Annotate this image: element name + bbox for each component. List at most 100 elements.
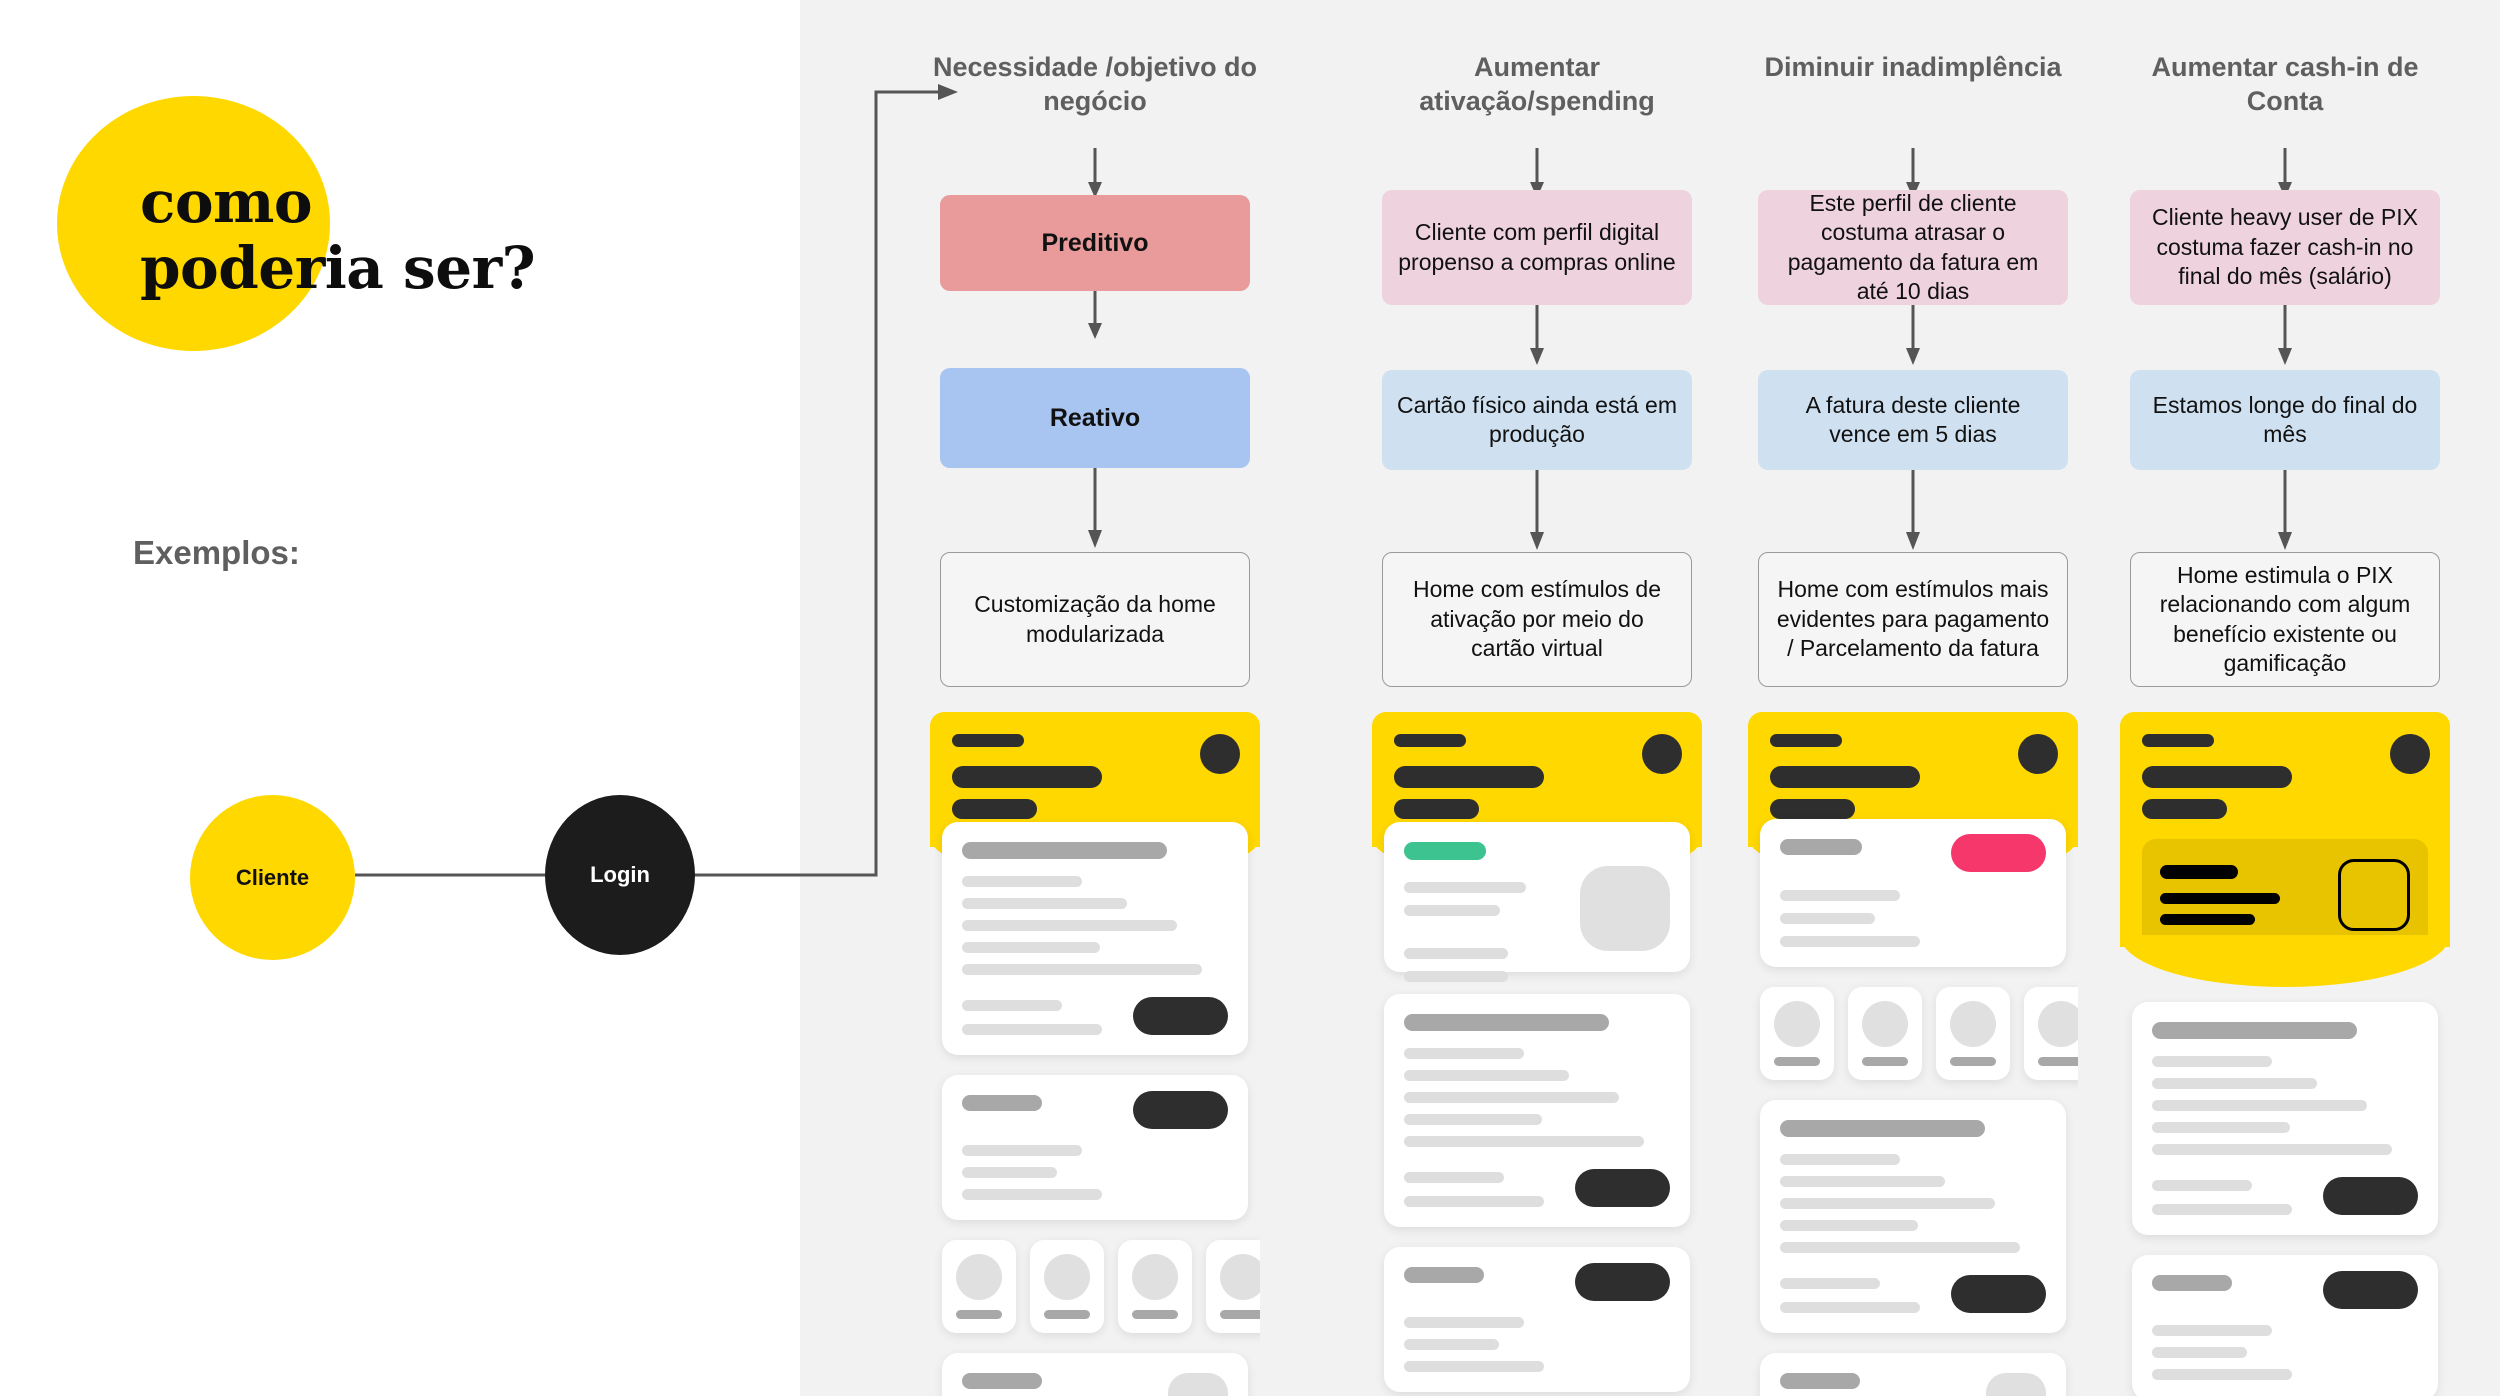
card-title-bar: [962, 1095, 1042, 1111]
box-reativo[interactable]: Reativo: [940, 368, 1250, 468]
avatar-shortcut[interactable]: [2024, 987, 2078, 1080]
page-title: como poderia ser?: [140, 168, 536, 302]
pix-cashin-wireframe: [2120, 712, 2450, 1396]
avatar-shortcut[interactable]: [1760, 987, 1834, 1080]
card-line: [1780, 1302, 1920, 1313]
card-line: [1404, 1092, 1619, 1103]
arrow-box1-to-box2: [2120, 305, 2450, 365]
list-item[interactable]: [1760, 1353, 2066, 1396]
card-title-bar: [2152, 1275, 2232, 1291]
header-bar-medium: [1394, 799, 1479, 819]
avatar-icon[interactable]: [1642, 734, 1682, 774]
box-solution[interactable]: Home estimula o PIX relacionando com alg…: [2130, 552, 2440, 687]
avatar-shortcut[interactable]: [1936, 987, 2010, 1080]
cartao-virtual-wireframe: [1372, 712, 1702, 1396]
box-preditivo[interactable]: Preditivo: [940, 195, 1250, 291]
yellow-blob-decoration: [57, 96, 330, 351]
box-context-predictive[interactable]: Cliente com perfil digital propenso a co…: [1382, 190, 1692, 305]
card-title-bar: [962, 1373, 1042, 1389]
box-solution[interactable]: Home com estímulos de ativação por meio …: [1382, 552, 1692, 687]
arrow-box2-to-box3: [930, 468, 1260, 548]
arrow-title-to-box1: [930, 148, 1260, 198]
avatar-label-bar: [1132, 1310, 1178, 1319]
card-title-bar: [1780, 1120, 1985, 1137]
box-context-reactive[interactable]: A fatura deste cliente vence em 5 dias: [1758, 370, 2068, 470]
card-line: [1780, 1278, 1880, 1289]
card-line: [1404, 882, 1526, 893]
card-line: [962, 876, 1082, 887]
avatar-shortcut-row: [942, 1240, 1260, 1333]
cta-button[interactable]: [2323, 1177, 2418, 1215]
avatar-shortcut[interactable]: [1848, 987, 1922, 1080]
avatar-shortcut[interactable]: [1030, 1240, 1104, 1333]
column-title: Necessidade /objetivo do negócio: [932, 52, 1258, 117]
header-bar-small: [1770, 734, 1842, 747]
card-line: [1780, 890, 1900, 901]
cta-button[interactable]: [1133, 997, 1228, 1035]
avatar: [1774, 1001, 1820, 1047]
list-item[interactable]: [942, 822, 1248, 1055]
card-line: [962, 1145, 1082, 1156]
avatar-icon[interactable]: [2018, 734, 2058, 774]
avatar-label-bar: [1044, 1310, 1090, 1319]
box-solution[interactable]: Home com estímulos mais evidentes para p…: [1758, 552, 2068, 687]
card-line: [962, 1167, 1057, 1178]
avatar-icon[interactable]: [2390, 734, 2430, 774]
list-item-highlight[interactable]: [1384, 822, 1690, 982]
card-line: [2152, 1122, 2290, 1133]
card-line: [962, 1000, 1062, 1011]
cta-button[interactable]: [1575, 1169, 1670, 1207]
list-item[interactable]: [1760, 1100, 2066, 1333]
arrow-box1-to-box2: [930, 291, 1260, 339]
flow-node-cliente[interactable]: Cliente: [190, 795, 355, 960]
avatar: [1862, 1001, 1908, 1047]
avatar: [1220, 1254, 1260, 1300]
flow-node-login-label: Login: [590, 862, 650, 887]
list-item[interactable]: [1384, 1247, 1690, 1392]
card-line: [2152, 1369, 2292, 1380]
box-context-reactive[interactable]: Cartão físico ainda está em produção: [1382, 370, 1692, 470]
arrow-box1-to-box2: [1748, 305, 2078, 365]
alert-badge[interactable]: [1951, 834, 2046, 872]
box-context-reactive[interactable]: Estamos longe do final do mês: [2130, 370, 2440, 470]
list-item[interactable]: [2132, 1255, 2438, 1396]
card-line: [1404, 971, 1508, 982]
avatar-label-bar: [1220, 1310, 1260, 1319]
pix-promo-panel[interactable]: [2142, 839, 2428, 951]
avatar-shortcut[interactable]: [942, 1240, 1016, 1333]
card-line: [2152, 1347, 2247, 1358]
card-icon: [2338, 859, 2410, 931]
cta-button[interactable]: [1951, 1275, 2046, 1313]
cta-button[interactable]: [1575, 1263, 1670, 1301]
arrow-box1-to-box2: [1372, 305, 1702, 365]
list-item[interactable]: [1384, 994, 1690, 1227]
card-title-bar: [1404, 1014, 1609, 1031]
avatar-label-bar: [1774, 1057, 1820, 1066]
list-item[interactable]: [942, 1075, 1248, 1220]
box-context-predictive[interactable]: Este perfil de cliente costuma atrasar o…: [1758, 190, 2068, 305]
avatar-shortcut[interactable]: [1206, 1240, 1260, 1333]
flow-node-login[interactable]: Login: [545, 795, 695, 955]
card-title-bar: [1404, 1267, 1484, 1283]
card-line: [1404, 1048, 1524, 1059]
box-context-predictive[interactable]: Cliente heavy user de PIX costuma fazer …: [2130, 190, 2440, 305]
card-line: [1404, 1361, 1544, 1372]
examples-label: Exemplos:: [133, 534, 300, 571]
card-line: [1780, 936, 1920, 947]
arrow-box2-to-box3: [2120, 470, 2450, 550]
avatar-shortcut[interactable]: [1118, 1240, 1192, 1333]
avatar: [1132, 1254, 1178, 1300]
pix-panel-line: [2160, 893, 2280, 904]
list-item[interactable]: [2132, 1002, 2438, 1235]
list-item-alert[interactable]: [1760, 819, 2066, 967]
pix-panel-line: [2160, 865, 2238, 879]
box-solution[interactable]: Customização da home modularizada: [940, 552, 1250, 687]
pix-panel-line: [2160, 914, 2255, 925]
thumbnail: [1986, 1373, 2046, 1396]
list-item[interactable]: [942, 1353, 1248, 1396]
status-badge: [1404, 842, 1486, 860]
avatar-icon[interactable]: [1200, 734, 1240, 774]
card-line: [2152, 1325, 2272, 1336]
cta-button[interactable]: [2323, 1271, 2418, 1309]
cta-button[interactable]: [1133, 1091, 1228, 1129]
